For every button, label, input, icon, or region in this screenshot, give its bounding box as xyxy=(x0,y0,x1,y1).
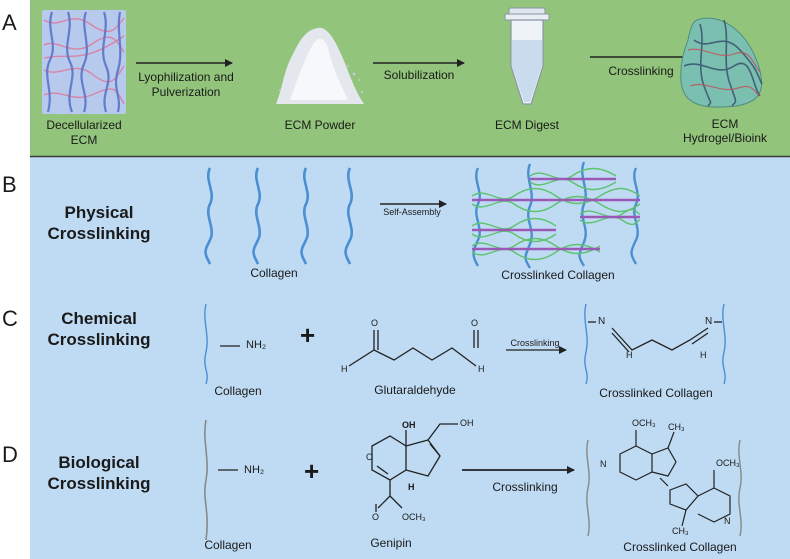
collagen-strands xyxy=(204,167,353,265)
crosslinked-collagen-label-b: Crosslinked Collagen xyxy=(501,268,615,282)
panel-c-letter: C xyxy=(2,306,18,331)
product-n-right: N xyxy=(724,516,731,526)
imine-h-right: H xyxy=(700,350,707,360)
crosslinked-collagen-label-c: Crosslinked Collagen xyxy=(599,386,713,400)
panel-d-letter: D xyxy=(2,442,18,467)
product-ch3-top: CH₃ xyxy=(668,422,685,432)
physical-crosslinking-title: Physical Crosslinking xyxy=(47,203,151,243)
genipin-crosslinked-product xyxy=(619,430,731,527)
imine-h-left: H xyxy=(626,350,633,360)
ecm-hydrogel-image xyxy=(680,17,763,108)
aldehyde-h-left: H xyxy=(341,364,348,374)
nh2-label-d: NH₂ xyxy=(244,464,265,476)
aldehyde-h-right: H xyxy=(478,364,485,374)
nh2-label-c: NH₂ xyxy=(246,339,267,351)
aldehyde-o-right: O xyxy=(471,318,479,328)
glutaraldehyde-structure xyxy=(348,330,479,367)
glutaraldehyde-label: Glutaraldehyde xyxy=(374,383,456,397)
product-ch3-bottom: CH₃ xyxy=(672,526,689,536)
genipin-label: Genipin xyxy=(370,536,412,550)
collagen-strand-d xyxy=(204,419,208,541)
solubilization-label: Solubilization xyxy=(383,68,455,82)
imine-n-left: N xyxy=(598,316,606,327)
collagen-label-c: Collagen xyxy=(214,384,262,398)
collagen-label-b: Collagen xyxy=(250,266,298,280)
crosslinking-label-a: Crosslinking xyxy=(608,64,674,78)
biological-crosslinking-title: Biological Crosslinking xyxy=(47,453,151,493)
chemical-crosslinking-title: Chemical Crosslinking xyxy=(47,309,151,349)
collagen-label-d: Collagen xyxy=(204,538,252,552)
genipin-och3: OCH₃ xyxy=(402,512,426,522)
ecm-digest-tube xyxy=(504,7,550,105)
decellularized-ecm-image xyxy=(42,10,126,114)
genipin-structure xyxy=(371,423,458,512)
product-n-left: N xyxy=(600,459,607,469)
crosslinking-label-c: Crosslinking xyxy=(510,338,560,348)
genipin-oh-2: OH xyxy=(460,418,474,428)
genipin-o-ring: O xyxy=(366,452,374,462)
ecm-hydrogel-label: ECM Hydrogel/Bioink xyxy=(682,117,768,145)
ecm-powder-image xyxy=(276,27,364,104)
crosslinking-label-d: Crosslinking xyxy=(492,480,558,494)
decellularized-ecm-label: Decellularized ECM xyxy=(46,118,122,147)
ecm-powder-label: ECM Powder xyxy=(284,118,356,132)
product-och3-top: OCH₃ xyxy=(632,418,656,428)
genipin-o-carbonyl: O xyxy=(372,512,380,522)
crosslinked-collagen-network xyxy=(471,161,641,269)
panel-a-letter: A xyxy=(2,10,17,35)
plus-sign-c: + xyxy=(300,320,316,350)
plus-sign-d: + xyxy=(304,456,320,486)
panel-a-background xyxy=(30,0,790,156)
imine-n-right: N xyxy=(705,316,713,327)
genipin-h: H xyxy=(408,482,415,492)
panel-b-letter: B xyxy=(2,172,17,197)
aldehyde-o-left: O xyxy=(371,318,379,328)
panel-bcd-background xyxy=(30,157,790,559)
crosslinked-product-c xyxy=(588,321,722,353)
product-och3-right: OCH₃ xyxy=(716,458,740,468)
self-assembly-label: Self-Assembly xyxy=(383,207,441,217)
collagen-strand-c xyxy=(204,303,208,385)
genipin-oh-1: OH xyxy=(402,420,416,430)
ecm-digest-label: ECM Digest xyxy=(494,118,559,132)
lyophilization-label: Lyophilization and Pulverization xyxy=(138,70,234,99)
crosslinked-collagen-label-d: Crosslinked Collagen xyxy=(623,540,737,554)
